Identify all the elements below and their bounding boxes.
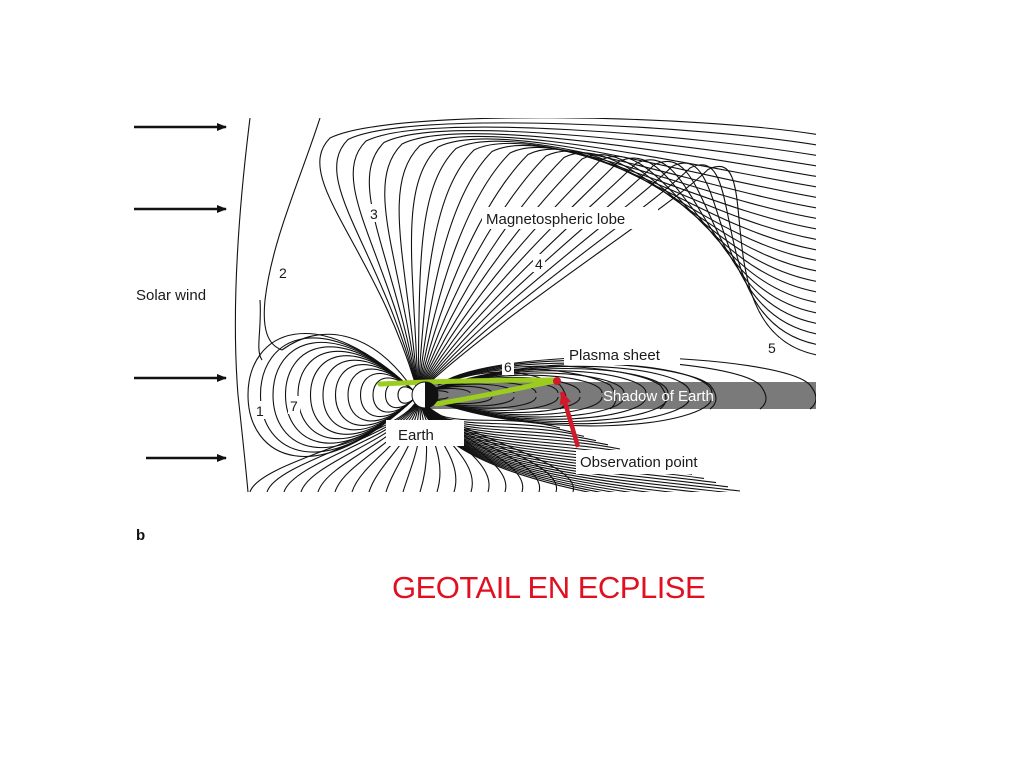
field-line-number: 7 bbox=[290, 398, 298, 414]
solar-wind-label-bg bbox=[132, 282, 224, 306]
field-line bbox=[384, 133, 816, 394]
field-line bbox=[417, 396, 557, 492]
lobe-label-bg bbox=[482, 207, 658, 229]
panel-letter: b bbox=[136, 527, 145, 544]
shadow-of-earth-label: Shadow of Earth bbox=[603, 388, 714, 405]
field-line bbox=[368, 396, 419, 492]
observation-point-label: Observation point bbox=[580, 454, 698, 471]
satellite-orbit bbox=[377, 377, 557, 407]
field-line bbox=[437, 365, 667, 410]
field-line bbox=[359, 373, 515, 417]
field-line bbox=[417, 394, 713, 427]
field-line bbox=[249, 396, 419, 492]
field-line bbox=[417, 396, 574, 492]
field-line bbox=[297, 350, 625, 440]
field-line bbox=[351, 396, 419, 492]
field-line bbox=[417, 144, 816, 394]
field-line bbox=[266, 396, 419, 492]
earth-label: Earth bbox=[398, 427, 434, 444]
field-line bbox=[309, 355, 603, 435]
field-line bbox=[417, 164, 816, 394]
solar-wind-label: Solar wind bbox=[136, 287, 206, 304]
field-line bbox=[417, 159, 816, 394]
field-line bbox=[402, 396, 421, 492]
observation-arrow bbox=[559, 391, 581, 448]
field-line bbox=[417, 150, 816, 394]
field-line bbox=[417, 396, 457, 492]
field-line bbox=[417, 154, 816, 394]
field-line bbox=[385, 396, 420, 492]
plasma-label-bg bbox=[564, 343, 680, 365]
field-line-number: 5 bbox=[768, 340, 776, 356]
earth bbox=[411, 381, 439, 409]
magnetospheric-lobe-label: Magnetospheric lobe bbox=[486, 211, 625, 228]
observation-point-marker bbox=[553, 377, 561, 385]
field-line-numbers: 1 2 3 4 5 6 7 bbox=[254, 204, 780, 419]
field-line bbox=[417, 396, 473, 492]
field-line-number: 3 bbox=[370, 206, 378, 222]
field-line bbox=[417, 148, 816, 394]
field-line-number: 4 bbox=[535, 256, 543, 272]
field-line bbox=[417, 146, 816, 394]
field-line bbox=[417, 166, 816, 394]
field-line bbox=[283, 396, 419, 492]
field-line bbox=[437, 362, 717, 410]
field-line-number: 1 bbox=[256, 403, 264, 419]
earth-outline bbox=[411, 381, 439, 409]
field-line bbox=[417, 140, 816, 394]
field-line bbox=[317, 396, 419, 492]
field-line bbox=[272, 341, 669, 449]
field-line bbox=[437, 359, 767, 410]
field-line-number: 6 bbox=[504, 359, 512, 375]
field-lines bbox=[234, 118, 816, 492]
field-line bbox=[417, 396, 441, 492]
field-line bbox=[410, 138, 816, 394]
field-line bbox=[417, 396, 490, 492]
earth-night-side bbox=[425, 382, 438, 408]
field-line bbox=[319, 118, 816, 394]
field-line bbox=[368, 130, 816, 394]
field-line bbox=[417, 396, 540, 492]
obs-label-bg bbox=[576, 450, 726, 474]
solar-wind-arrows bbox=[134, 123, 227, 462]
field-line bbox=[417, 142, 816, 394]
field-line-number: 2 bbox=[279, 265, 287, 281]
field-line bbox=[234, 118, 251, 492]
field-line bbox=[263, 118, 321, 351]
field-line bbox=[352, 126, 816, 394]
field-line bbox=[417, 157, 816, 394]
slide-caption: GEOTAIL EN ECPLISE bbox=[392, 570, 706, 605]
plasma-sheet-label: Plasma sheet bbox=[569, 347, 661, 364]
orbit-lower-leg bbox=[433, 378, 557, 407]
field-line bbox=[372, 377, 493, 413]
field-line bbox=[417, 396, 428, 492]
orbit-upper-leg bbox=[377, 377, 557, 387]
field-line bbox=[284, 346, 647, 444]
field-line bbox=[417, 396, 524, 492]
field-line bbox=[417, 396, 507, 492]
field-line bbox=[300, 396, 419, 492]
field-line bbox=[336, 122, 816, 394]
field-line bbox=[334, 396, 419, 492]
earth-label-bg bbox=[386, 420, 464, 446]
field-line bbox=[258, 299, 263, 361]
field-line bbox=[437, 368, 617, 410]
field-line bbox=[281, 333, 411, 386]
